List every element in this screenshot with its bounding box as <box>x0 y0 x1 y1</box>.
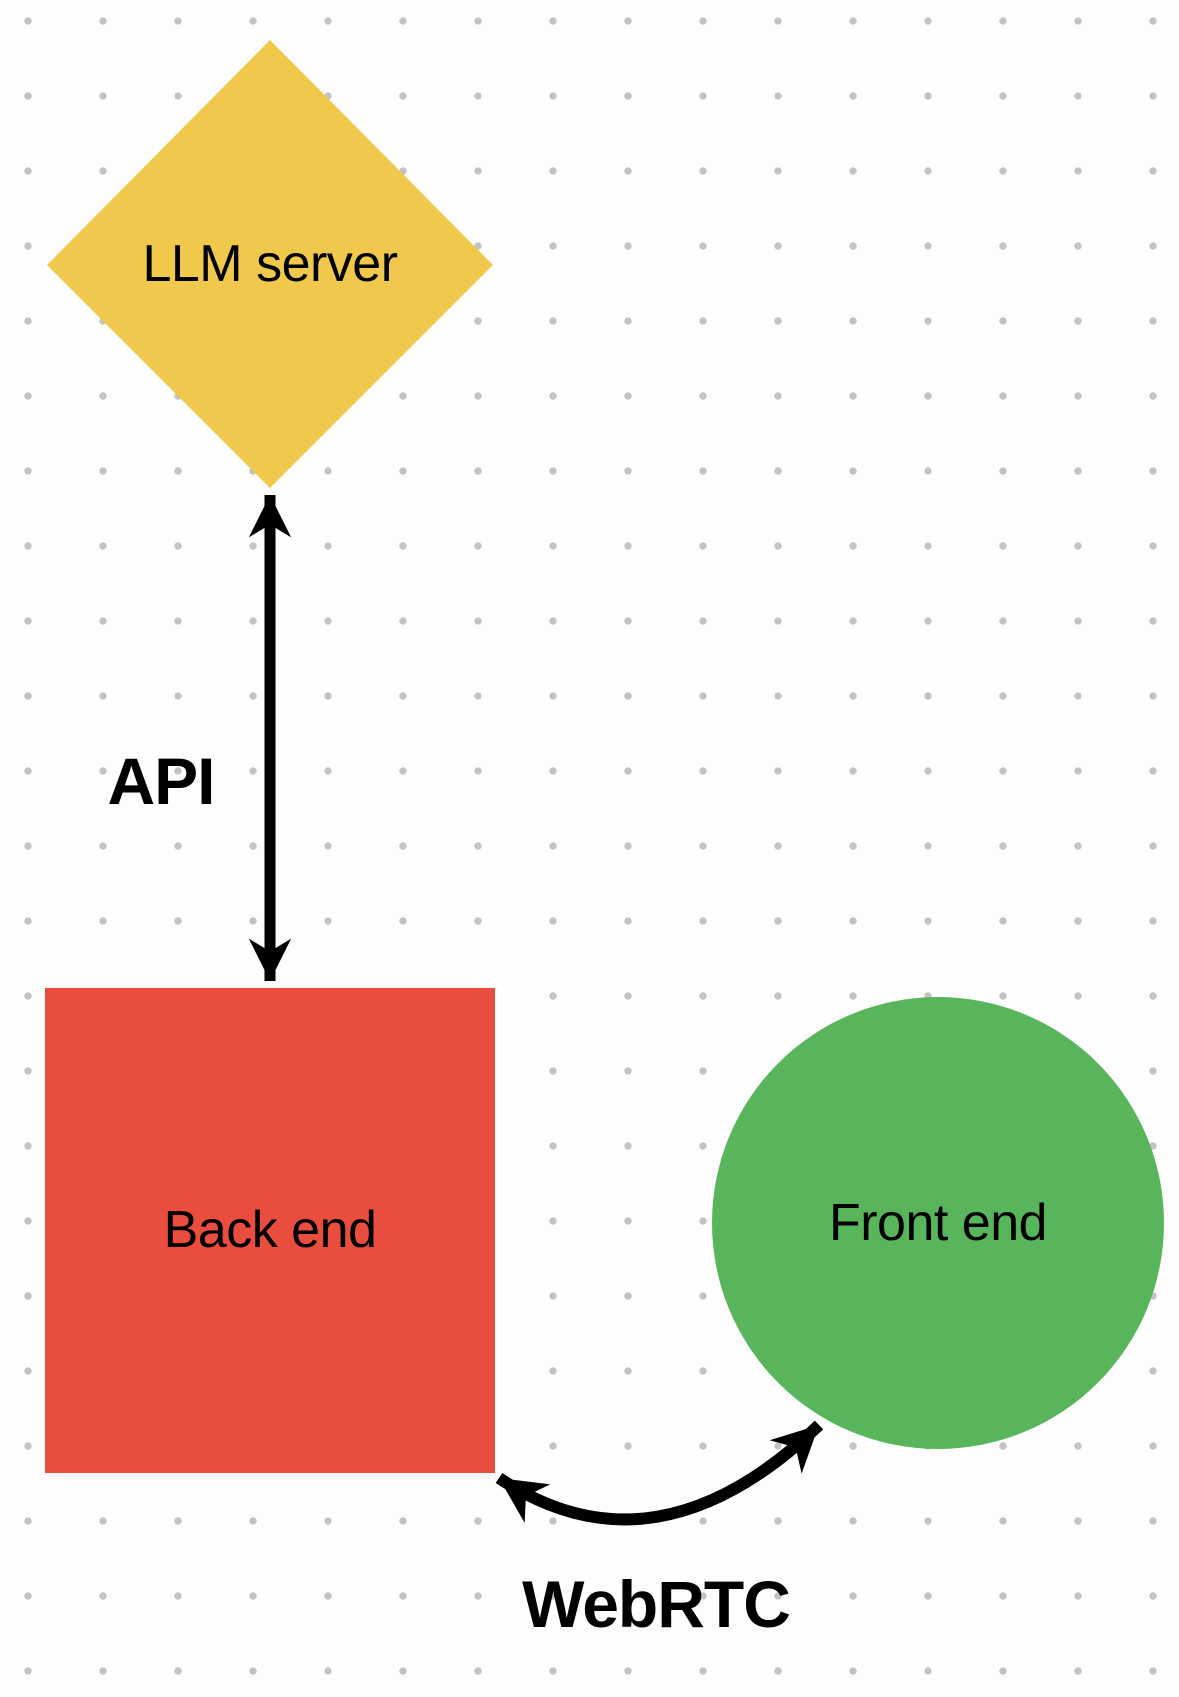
edge-webrtc-arrow[interactable] <box>495 1420 824 1526</box>
node-front-end-circle[interactable] <box>712 997 1164 1449</box>
edge-label-api: API <box>107 744 215 818</box>
node-back-end-square[interactable] <box>45 988 495 1473</box>
edge-label-webrtc: WebRTC <box>522 1567 791 1641</box>
node-label-back-end: Back end <box>163 1201 377 1259</box>
node-llm-server-diamond[interactable] <box>47 40 493 488</box>
node-label-llm-server: LLM server <box>142 235 398 293</box>
node-label-front-end: Front end <box>828 1194 1048 1252</box>
